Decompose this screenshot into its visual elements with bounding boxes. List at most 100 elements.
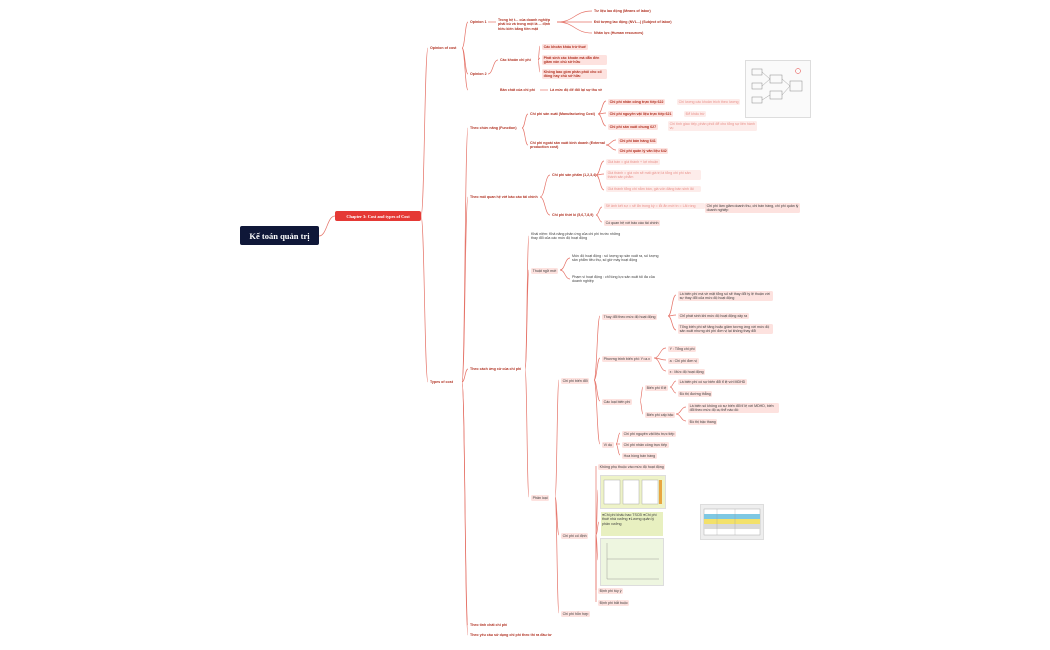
connector [595, 160, 605, 176]
node-thuat-ngu-moi[interactable]: Thuật ngữ mới [531, 268, 558, 274]
connector [639, 386, 644, 402]
node-opinion-of-cost[interactable]: Opinion of cost [430, 46, 457, 50]
node-theo-yeu-cau[interactable]: Theo yêu cầu sử dụng chi phí theo thí ra… [470, 633, 552, 637]
node-cp-627-note[interactable]: Chi tính giao tiếp, phân phối để cho tổn… [668, 121, 758, 132]
node-bpct-1[interactable]: Là biến số không có sự biến đổi tỉ lệ vớ… [688, 403, 780, 414]
node-cd-list[interactable]: ●Chi phí khấu hao TSCĐ ●Chi phí thuê nhà… [601, 512, 663, 536]
node-muc-do-hoat-dong[interactable]: Mức độ hoạt động : số lượng sp sản xuất … [572, 254, 659, 263]
fixed-cost-card-image [600, 475, 666, 509]
connector [554, 379, 560, 498]
node-khong-phan-phoi[interactable]: Không bao gồm phân phối cho cổ đông hay … [542, 69, 608, 80]
node-subject-of-labor[interactable]: Đối tượng lao động (NVL...) (Subject of … [594, 20, 672, 24]
node-cp-627[interactable]: Chi phí sản xuất chung 627 [608, 124, 658, 130]
node-opinion-1-desc[interactable]: Trong hệ t... của doanh nghiệp phải bù v… [498, 18, 551, 31]
chapter-topic[interactable]: Chapter 3: Cost and types of Cost [335, 211, 421, 221]
node-td-3[interactable]: Tổng biến phí sẽ tăng hoặc giảm tương ứn… [678, 324, 774, 335]
connector [461, 196, 469, 383]
node-cp-622-note[interactable]: Chi lương các khoản trích theo lương [677, 99, 741, 105]
connector [539, 196, 551, 216]
connector [593, 315, 601, 381]
node-cp-642[interactable]: Chi phí quản lý văn liệu 642 [618, 148, 669, 154]
node-bptl-2[interactable]: Đồ thị đường thẳng [678, 391, 713, 397]
node-x-muc-do[interactable]: x : Mức độ hoạt động [668, 369, 706, 375]
flow-diagram-image [745, 60, 811, 118]
node-vd-3[interactable]: Hoa hồng bán hàng [622, 453, 657, 459]
node-cp-hon-hop[interactable]: Chi phí hỗn hợp [561, 611, 590, 617]
node-bpct-2[interactable]: Đồ thị bậc thang [688, 419, 718, 425]
connector [639, 400, 644, 415]
root-topic[interactable]: Kế toán quản trị [240, 226, 319, 245]
node-theo-chuc-nang[interactable]: Theo chức năng (Function) [470, 126, 517, 130]
node-tk-2[interactable]: Có quan hệ với báo cáo tài chính [604, 220, 661, 226]
node-dinh-phi-tuy-y[interactable]: Định phí tùy ý [598, 588, 624, 594]
node-vd-2[interactable]: Chi phí nhân công trực tiếp [622, 442, 669, 448]
node-pham-vi-hoat-dong[interactable]: Phạm vi hoạt động : chỉ tồng lực sản xuấ… [572, 275, 655, 284]
node-cp-thoi-ky[interactable]: Chi phí thời kì (5,6,7,8,9) [552, 213, 594, 217]
node-tk-1-note[interactable]: Chi phí làm giảm doanh thu, chi bán hàng… [705, 203, 801, 214]
node-cp-san-pham[interactable]: Chi phí sản phẩm (1,2,3,4) [552, 173, 597, 177]
node-bien-phi-ti-le[interactable]: Biến phí tỉ lệ [645, 385, 668, 391]
node-cp-641[interactable]: Chi phí bán hàng 641 [618, 138, 658, 144]
node-types-of-cost[interactable]: Types of cost [430, 380, 453, 384]
node-cp-622[interactable]: Chi phí nhân công trực tiếp 622 [608, 99, 666, 105]
node-khai-niem[interactable]: Khái niệm: Khả năng phản ứng của chi phí… [531, 232, 621, 241]
connector [524, 235, 530, 370]
node-theo-moi-quan-he[interactable]: Theo mối quan hệ với báo cáo tài chính [470, 195, 538, 199]
connector [524, 269, 530, 370]
node-giam-von[interactable]: Phát sinh các khoản mà dẫn đến giảm vốn … [542, 55, 608, 66]
connector [653, 357, 667, 372]
node-cp-621-note[interactable]: Để khấu trừ [684, 111, 707, 117]
connector [595, 214, 603, 223]
connector [556, 21, 593, 34]
connector [521, 113, 529, 129]
node-external-production-cost[interactable]: Chi phí ngoài sản xuất kinh doanh (Exter… [530, 141, 605, 150]
connector [554, 496, 560, 614]
node-a-chi-phi-don-vi[interactable]: a : Chi phí đơn vị [668, 358, 699, 364]
node-td-2[interactable]: Chỉ phát sinh khi mức độ hoạt động xảy r… [678, 313, 749, 319]
node-vi-du[interactable]: Ví dụ [602, 442, 614, 448]
connector [675, 406, 687, 415]
connector [524, 368, 530, 498]
node-human-resources[interactable]: Nhân lực (Human resources) [594, 31, 644, 35]
node-td-1[interactable]: Là biến phí mà về mặt tổng số sẽ thay đổ… [678, 291, 774, 302]
node-cp-co-dinh[interactable]: Chi phí cố định [561, 533, 589, 539]
node-phuong-trinh-bien-phi[interactable]: Phương trình biến phí: Y=a.x [602, 356, 652, 362]
connector [667, 294, 677, 317]
node-sp-3[interactable]: Giá thành tổng chi nằm bán, giá vốn đảng… [606, 186, 702, 192]
node-cp-bien-doi[interactable]: Chi phí biến đổi [561, 378, 590, 384]
node-bien-phi-cap-bac[interactable]: Biến phí cấp bậc [645, 412, 675, 418]
node-theo-cach-ung-xu[interactable]: Theo cách ứng xử của chi phí [470, 367, 522, 371]
connector [615, 432, 621, 445]
fixed-cost-chart-image [600, 538, 664, 586]
connector [461, 47, 469, 91]
node-cac-loai-bien-phi[interactable]: Các loại biến phí [602, 399, 632, 405]
node-y-tong-chi-phi[interactable]: Y : Tổng chi phí [668, 346, 697, 352]
node-sp-1[interactable]: Giá bán = giá thành + lợi nhuận [606, 159, 660, 165]
node-opinion-2[interactable]: Opinion 2 [470, 72, 487, 76]
node-manufacturing-cost[interactable]: Chi phí sản xuất (Manufacturing Cost) [530, 112, 595, 116]
node-ban-chat[interactable]: Bản chất của chi phí [500, 88, 535, 92]
node-thay-doi-theo-muc-do[interactable]: Thay đổi theo mức độ hoạt động [602, 314, 658, 320]
node-dinh-phi-bat-buoc[interactable]: Định phí bắt buộc [598, 600, 630, 606]
node-khong-phu-thuoc[interactable]: Không phụ thuộc vào mức độ hoạt động [598, 464, 666, 470]
connector [653, 347, 667, 359]
node-phan-loai[interactable]: Phân loại [531, 495, 550, 501]
node-khau-tru-thue[interactable]: Các khoản khấu trừ thuế [542, 44, 588, 50]
node-theo-tinh-chat[interactable]: Theo tính chất chi phí [470, 623, 508, 627]
node-vd-1[interactable]: Chi phí nguyên vật liệu trực tiếp [622, 431, 676, 437]
node-opinion-1[interactable]: Opinion 1 [470, 20, 487, 24]
node-sp-2[interactable]: Giá thành = giá vốn sẽ mất giá trị là tổ… [606, 170, 702, 181]
node-ban-chat-value[interactable]: Là mức độ để đổi lại sự thu về [550, 88, 603, 92]
connector [539, 174, 551, 198]
node-tk-1[interactable]: Sẽ ảnh kết sự = sẽ ẩn trong kỳ = lỗi ẩn … [604, 203, 706, 209]
node-bptl-1[interactable]: Là biến phí có sự biến đổi tỉ lệ với MDH… [678, 379, 747, 385]
connector [669, 386, 677, 394]
connector [597, 100, 607, 115]
fixed-cost-chart-thumbnail [606, 543, 659, 580]
connector [521, 127, 529, 146]
node-cac-khoan-chi-phi[interactable]: Các khoản chi phí [500, 58, 531, 62]
node-means-of-labor[interactable]: Tư liệu lao động (Means of labor) [594, 9, 651, 13]
node-cp-621[interactable]: Chi phí nguyên vật liệu trực tiếp 621 [608, 111, 674, 117]
connector [461, 21, 469, 49]
connector [559, 257, 571, 271]
